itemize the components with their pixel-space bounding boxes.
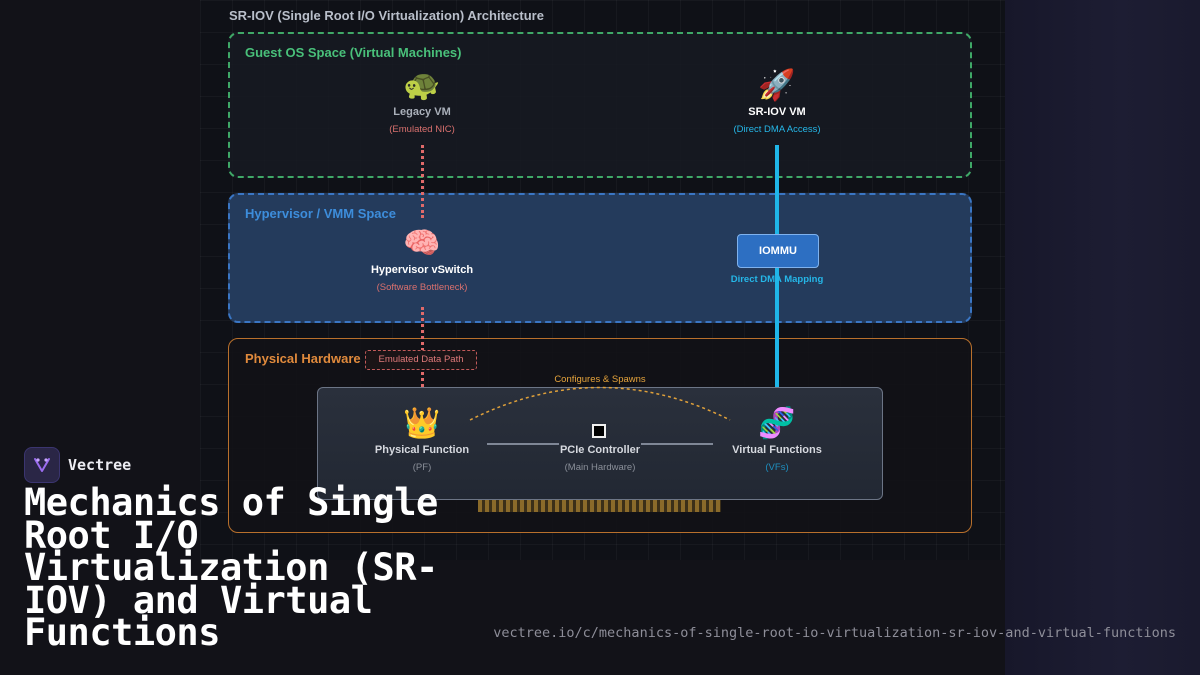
- emulated-path-upper: [421, 145, 424, 218]
- emulated-path-lower: [421, 307, 424, 387]
- pcie-controller-node: PCIe Controller (Main Hardware): [500, 406, 700, 473]
- source-url: vectree.io/c/mechanics-of-single-root-io…: [493, 625, 1176, 641]
- virtual-functions-node: 🧬 Virtual Functions (VFs): [677, 406, 877, 473]
- legacy-vm-name: Legacy VM: [393, 106, 451, 118]
- vf-connector: [641, 443, 713, 445]
- chip-icon: [592, 424, 606, 438]
- sriov-vm-sub: (Direct DMA Access): [733, 124, 821, 135]
- headline: Mechanics of Single Root I/O Virtualizat…: [24, 481, 438, 654]
- vswitch-name: Hypervisor vSwitch: [370, 264, 474, 276]
- iommu-box: IOMMU: [737, 234, 819, 268]
- pf-connector: [487, 443, 559, 445]
- crown-icon: 👑: [403, 407, 441, 440]
- hypervisor-layer: [228, 193, 972, 323]
- pcie-sub: (Main Hardware): [564, 462, 636, 473]
- pcie-card: [317, 387, 883, 500]
- sriov-vm-node: 🚀 SR-IOV VM (Direct DMA Access): [677, 68, 877, 135]
- brand-name: Vectree: [68, 456, 132, 474]
- vf-sub: (VFs): [765, 462, 789, 473]
- pf-sub: (PF): [412, 462, 432, 473]
- physical-layer-label: Physical Hardware: [245, 351, 361, 366]
- hypervisor-layer-label: Hypervisor / VMM Space: [245, 206, 396, 221]
- dna-icon: 🧬: [758, 407, 796, 440]
- emulated-data-path-tag: Emulated Data Path: [365, 350, 477, 370]
- legacy-vm-node: 🐢 Legacy VM (Emulated NIC): [322, 68, 522, 135]
- background-glow: [1005, 0, 1200, 675]
- iommu-caption: Direct DMA Mapping: [730, 274, 824, 285]
- vf-name: Virtual Functions: [732, 444, 822, 456]
- guest-os-layer: [228, 32, 972, 178]
- legacy-vm-sub: (Emulated NIC): [389, 124, 455, 135]
- pcie-name: PCIe Controller: [559, 444, 641, 456]
- vectree-logo-icon: [24, 447, 60, 483]
- vswitch-node: 🧠 Hypervisor vSwitch (Software Bottlenec…: [322, 226, 522, 293]
- brain-icon: 🧠: [403, 227, 441, 260]
- direct-dma-path-upper: [775, 145, 779, 234]
- vswitch-sub: (Software Bottleneck): [376, 282, 468, 293]
- sriov-vm-name: SR-IOV VM: [748, 106, 806, 118]
- rocket-icon: 🚀: [758, 69, 796, 102]
- diagram-title: SR-IOV (Single Root I/O Virtualization) …: [229, 8, 544, 23]
- turtle-icon: 🐢: [403, 69, 441, 102]
- physical-function-node: 👑 Physical Function (PF): [322, 406, 522, 473]
- brand: Vectree: [24, 447, 131, 483]
- guest-layer-label: Guest OS Space (Virtual Machines): [245, 45, 462, 60]
- configures-spawns-label: Configures & Spawns: [554, 374, 646, 385]
- direct-dma-path-lower: [775, 266, 779, 387]
- pcie-edge-connector: [478, 500, 721, 512]
- pf-name: Physical Function: [374, 444, 470, 456]
